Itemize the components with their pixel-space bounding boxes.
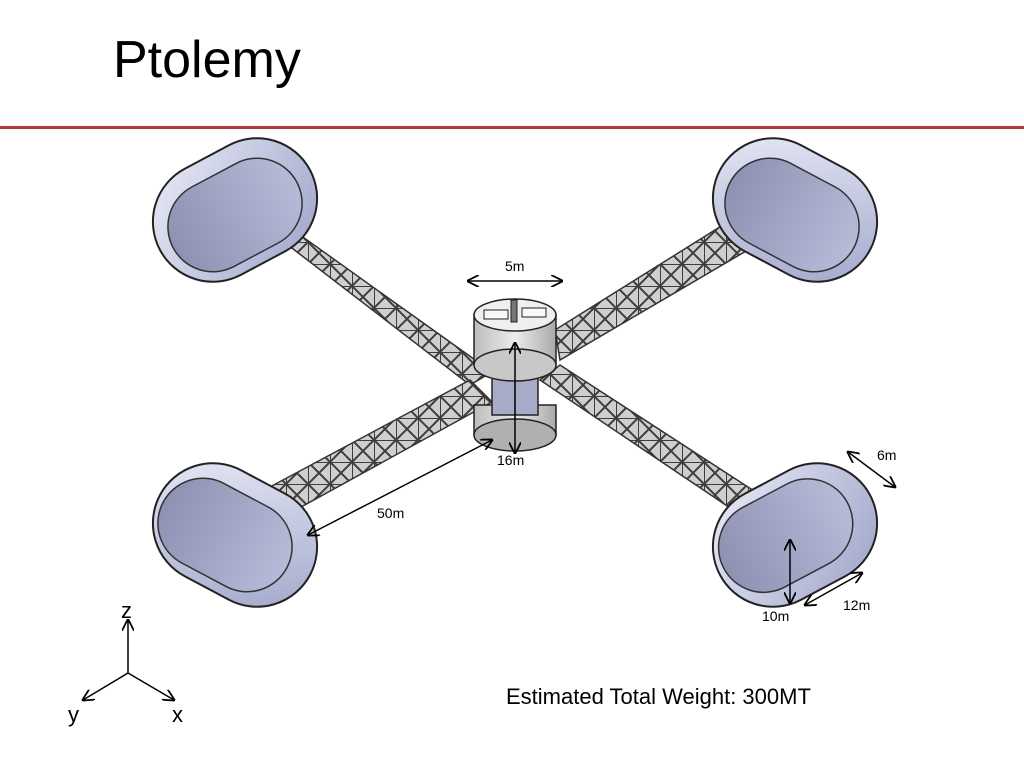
dimension-lines — [308, 281, 895, 605]
z-axis-label: z — [121, 598, 132, 623]
title-divider — [0, 126, 1024, 129]
pod-length-label: 12m — [843, 597, 870, 613]
slide-title: Ptolemy — [113, 31, 301, 89]
habitat-pod-se — [711, 462, 879, 608]
pod-height-label: 10m — [762, 608, 789, 624]
habitat-pod-ne — [711, 137, 879, 283]
hub-height-label: 16m — [497, 452, 524, 468]
y-axis-label: y — [68, 702, 79, 727]
truss-arm-se — [538, 364, 770, 521]
habitat-pod-sw — [151, 462, 319, 608]
hub-diameter-label: 5m — [505, 258, 524, 274]
x-axis-label: x — [172, 702, 183, 727]
coordinate-axes — [83, 620, 174, 700]
pod-width-label: 6m — [877, 447, 896, 463]
truss-arm-sw — [266, 379, 494, 513]
habitat-pod-nw — [151, 137, 319, 283]
estimated-weight-note: Estimated Total Weight: 300MT — [506, 684, 811, 709]
arm-length-label: 50m — [377, 505, 404, 521]
